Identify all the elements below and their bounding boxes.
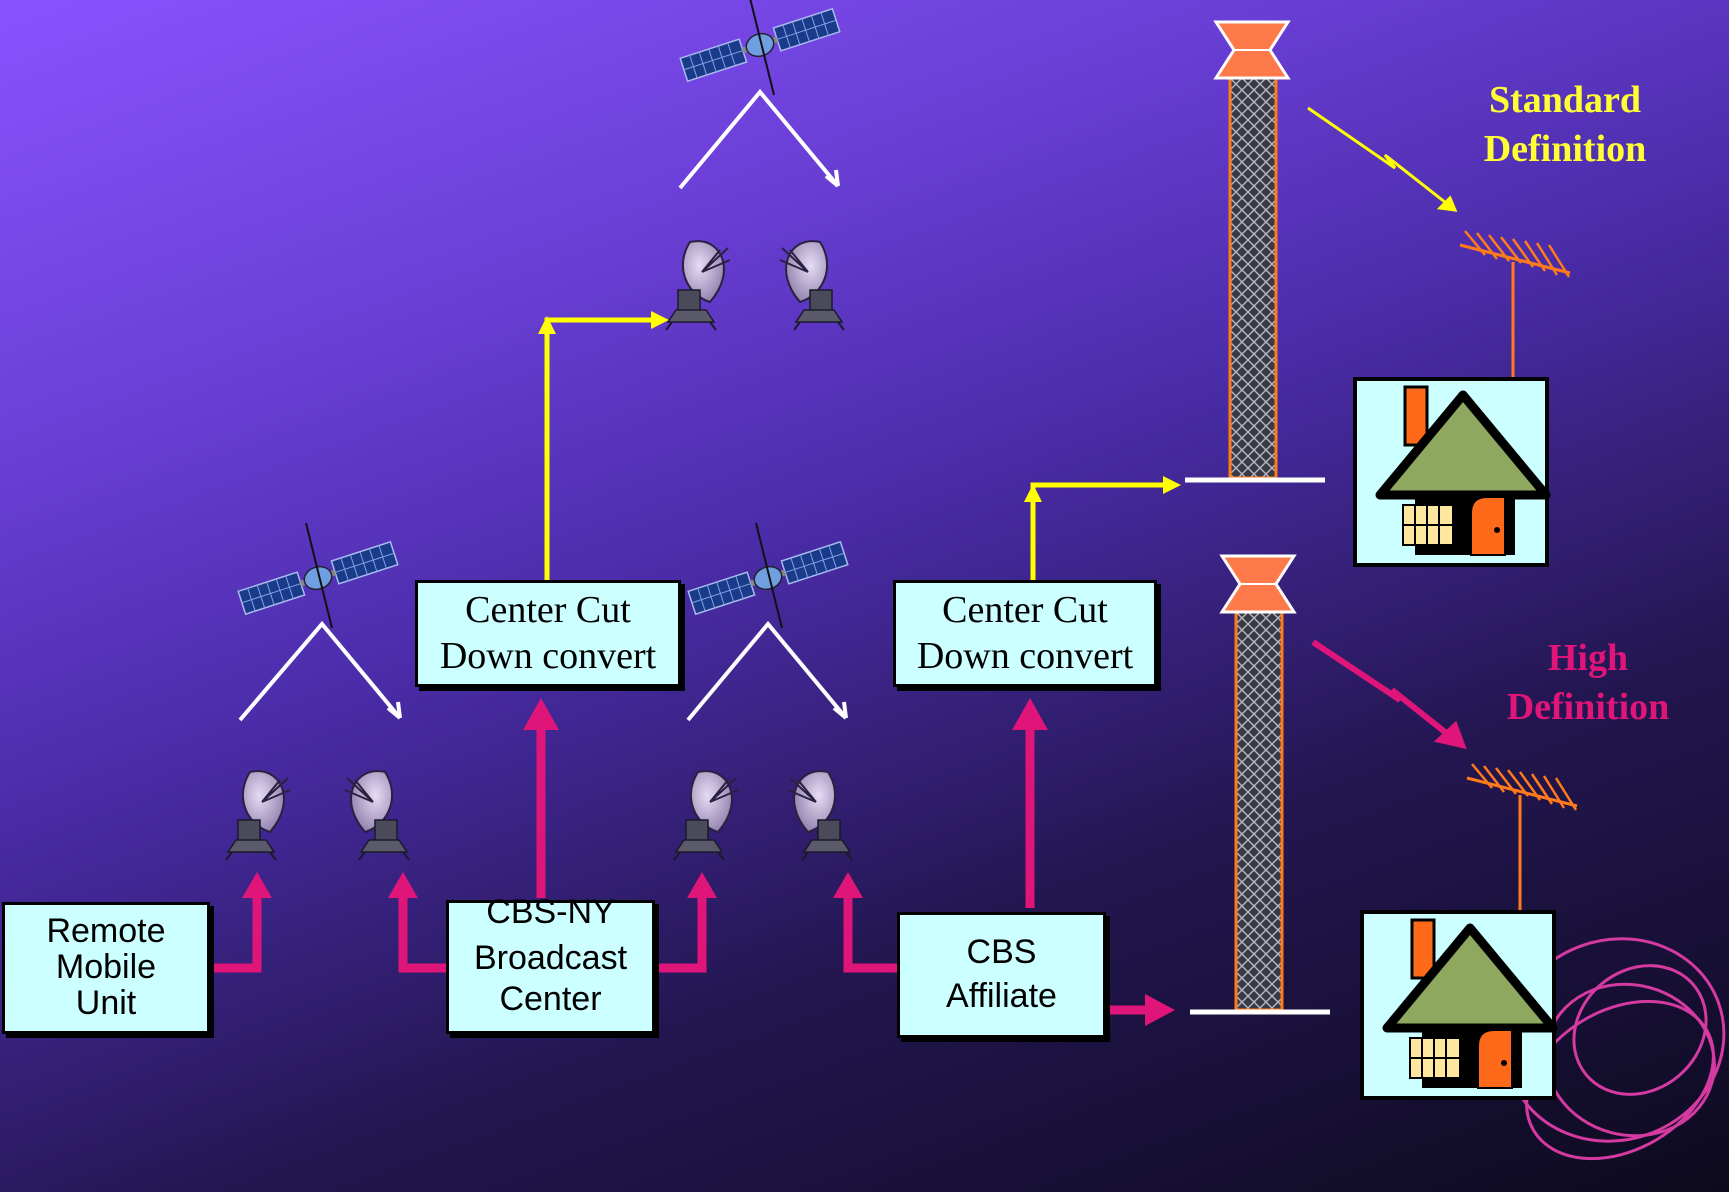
satellite-link-lines bbox=[238, 88, 848, 722]
sd-broadcast-signal bbox=[1307, 106, 1458, 212]
transmission-tower-hd bbox=[1190, 554, 1330, 1015]
hd-arrowheads bbox=[242, 698, 1175, 1026]
satellite-dish-icon bbox=[225, 770, 291, 861]
house-icon bbox=[1362, 912, 1554, 1098]
box-line: CBS-NY bbox=[486, 893, 615, 931]
sd-arrowheads bbox=[538, 311, 1181, 502]
box-line: Down convert bbox=[439, 634, 657, 677]
cbs-affiliate-box: CBS Affiliate bbox=[897, 912, 1106, 1038]
tower-top-icon bbox=[1220, 554, 1296, 614]
satellite-dish-icon bbox=[344, 770, 410, 861]
satellite-icon bbox=[237, 522, 399, 629]
box-line: Affiliate bbox=[946, 977, 1057, 1015]
tower-top-icon bbox=[1214, 20, 1290, 80]
high-definition-label: High Definition bbox=[1478, 634, 1698, 733]
label-line: Standard bbox=[1488, 79, 1642, 121]
tv-antenna-icon bbox=[1458, 229, 1572, 279]
satellite-icon bbox=[679, 0, 841, 96]
hd-signal-path bbox=[212, 725, 1150, 1015]
box-line: Center bbox=[499, 980, 602, 1019]
satellite-icon bbox=[687, 522, 849, 629]
box-line: Center Cut bbox=[465, 588, 631, 631]
cbs-ny-broadcast-center-box: CBS-NY Broadcast Center bbox=[446, 894, 655, 1034]
label-line: Definition bbox=[1483, 128, 1647, 171]
box-line: Remote bbox=[46, 912, 166, 951]
box-line: CBS bbox=[966, 933, 1037, 972]
transmission-tower-sd bbox=[1185, 20, 1325, 483]
box-line: Mobile bbox=[55, 948, 157, 987]
satellite-dish-icon bbox=[665, 240, 731, 331]
label-line: High bbox=[1547, 637, 1629, 679]
box-line: Center Cut bbox=[942, 588, 1108, 631]
label-line: Definition bbox=[1506, 686, 1670, 729]
satellite-dish-icon bbox=[779, 240, 845, 331]
center-cut-down-convert-box: Center Cut Down convert bbox=[415, 580, 681, 687]
satellite-dish-icon bbox=[787, 770, 853, 861]
box-line: Unit bbox=[75, 983, 137, 1022]
tv-antenna-icon bbox=[1465, 762, 1579, 812]
remote-mobile-unit-box: Remote Mobile Unit bbox=[2, 902, 210, 1034]
box-line: Down convert bbox=[916, 634, 1134, 677]
swirl-decoration bbox=[1504, 937, 1726, 1161]
center-cut-down-convert-box: Center Cut Down convert bbox=[893, 580, 1157, 687]
standard-definition-label: Standard Definition bbox=[1460, 76, 1670, 175]
hd-broadcast-signal bbox=[1311, 639, 1467, 750]
house-icon bbox=[1355, 379, 1547, 565]
sd-signal-path bbox=[544, 317, 1165, 582]
satellite-dish-icon bbox=[673, 770, 739, 861]
box-line: Broadcast bbox=[473, 938, 628, 977]
